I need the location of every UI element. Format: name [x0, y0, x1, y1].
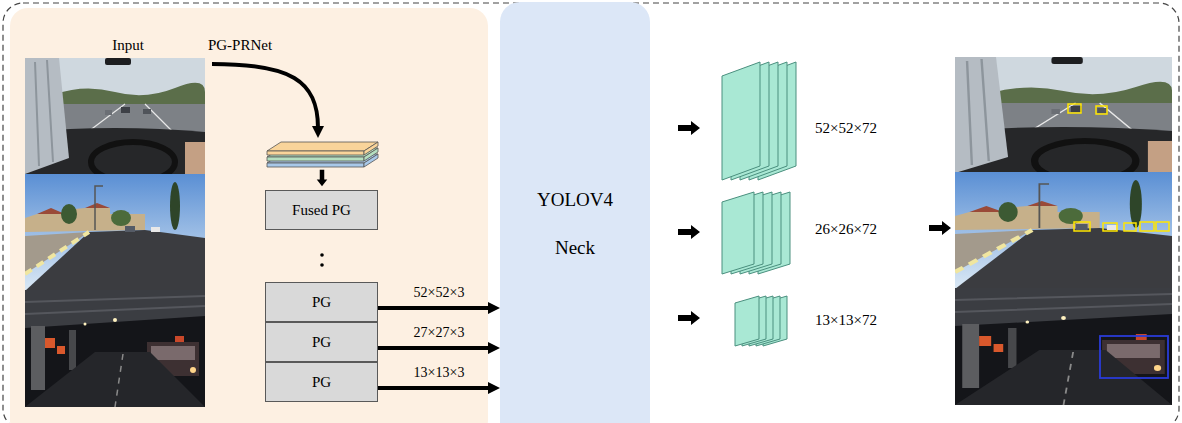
- edge-label: 52×52×3: [414, 285, 465, 302]
- arrow-connector: [378, 306, 490, 310]
- detection-box: [1068, 104, 1169, 231]
- input-photo: [25, 174, 205, 291]
- feature-slab: [267, 142, 378, 167]
- ellipsis-dot: [320, 253, 324, 257]
- dimension-label: 52×52×72: [815, 119, 877, 137]
- process-box: PG: [265, 322, 378, 362]
- node-text: PG-PRNet: [208, 36, 272, 54]
- node-text: Input: [112, 36, 144, 54]
- node-text: YOLOV4: [537, 189, 613, 212]
- edge-label: 13×13×3: [414, 365, 465, 382]
- detection-box: [1100, 336, 1168, 378]
- node-text: PG: [312, 293, 331, 311]
- feature-map-stack: [722, 192, 790, 274]
- process-box: PG: [265, 282, 378, 322]
- module-panel-ground: [10, 8, 488, 423]
- process-box: PG: [265, 362, 378, 402]
- neck-panel: YOLOV4Neck: [500, 2, 650, 423]
- ellipsis-dot: [320, 263, 324, 267]
- module-panel: Input PG-PRNetFused PG PG PG PG: [10, 8, 488, 423]
- node-text: PG: [312, 333, 331, 351]
- label-holder: 13×13×72: [815, 311, 877, 329]
- text-holder: PG-PRNet: [208, 36, 272, 54]
- node-text: Fused PG: [292, 201, 351, 219]
- edge-label-holder: 13×13×3: [414, 365, 465, 382]
- flow-arrow: [212, 64, 318, 128]
- arrow-connector: [378, 346, 490, 350]
- output-photo: [955, 288, 1172, 405]
- input-photo: [25, 290, 205, 407]
- dimension-label: 13×13×72: [815, 311, 877, 329]
- dimension-label: 26×26×72: [815, 220, 877, 238]
- process-box: Fused PG: [265, 190, 378, 230]
- text-holder: Neck: [555, 237, 595, 260]
- node-text: Neck: [555, 237, 595, 260]
- block-arrow: [678, 225, 700, 239]
- text-holder: Input: [112, 36, 144, 54]
- label-holder: 26×26×72: [815, 220, 877, 238]
- block-arrow: [678, 311, 700, 325]
- block-arrow: [678, 121, 700, 135]
- output-photo: [955, 57, 1172, 181]
- edge-label: 27×27×3: [414, 325, 465, 342]
- down-arrow: [317, 170, 328, 187]
- input-photo: [25, 58, 205, 182]
- arrow-connector: [378, 386, 490, 390]
- feature-map-stack: [722, 62, 796, 180]
- text-holder: YOLOV4: [537, 189, 613, 212]
- block-arrow: [929, 221, 951, 235]
- node-text: PG: [312, 373, 331, 391]
- edge-label-holder: 52×52×3: [414, 285, 465, 302]
- feature-map-stack: [735, 296, 787, 346]
- label-holder: 52×52×72: [815, 119, 877, 137]
- output-photo: [955, 172, 1172, 289]
- edge-label-holder: 27×27×3: [414, 325, 465, 342]
